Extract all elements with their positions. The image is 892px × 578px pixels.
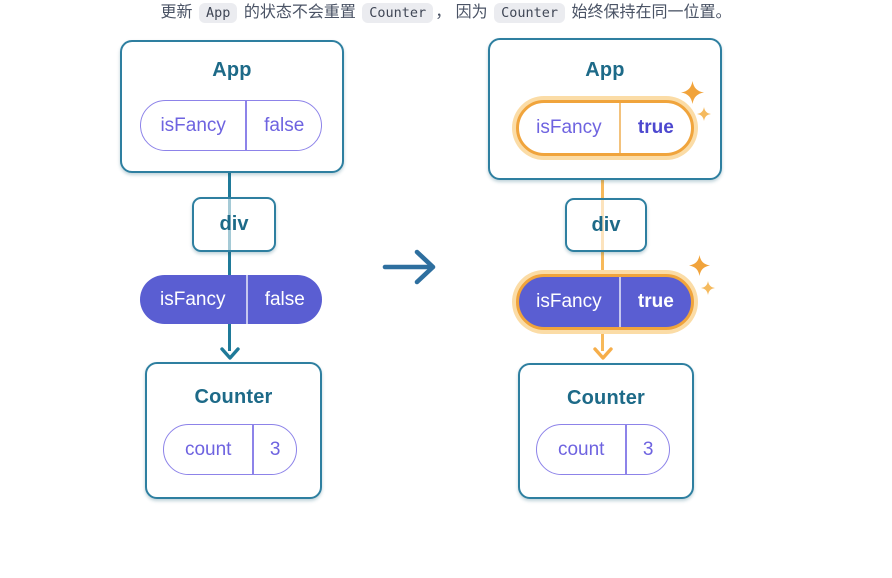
left-isfancy-pill: isFancy false xyxy=(140,275,322,324)
right-count-pill: count 3 xyxy=(536,424,670,475)
right-counter-title: Counter xyxy=(566,387,646,409)
prop-value: true xyxy=(637,291,674,312)
pill-divider xyxy=(252,425,255,474)
prop-name: isFancy xyxy=(536,291,602,312)
prop-value: 3 xyxy=(269,438,281,460)
left-down-arrowhead-icon xyxy=(220,347,240,360)
prop-value: false xyxy=(264,288,305,310)
left-div-box: div xyxy=(192,197,276,252)
right-arrow-icon xyxy=(382,249,436,285)
right-isfancy-pill: isFancy true xyxy=(516,274,694,330)
pill-divider xyxy=(245,101,248,150)
prop-name: count xyxy=(557,438,605,460)
prop-name: isFancy xyxy=(160,114,226,136)
caption-code-app: App xyxy=(198,3,238,23)
right-app-title: App xyxy=(585,59,625,81)
pill-divider xyxy=(618,277,621,327)
sparkle-icon xyxy=(701,281,715,295)
left-app-prop-pill: isFancy false xyxy=(140,100,322,151)
right-down-arrowhead-icon xyxy=(593,347,613,360)
prop-name: count xyxy=(184,438,232,460)
pill-divider xyxy=(625,425,628,474)
left-app-title: App xyxy=(212,59,252,81)
caption-text: 的状态不会重置 xyxy=(239,4,361,21)
right-app-prop-pill: isFancy true xyxy=(516,100,694,156)
sparkle-icon xyxy=(689,255,710,276)
caption-code-counter: Counter xyxy=(362,3,434,23)
pill-divider xyxy=(245,275,248,324)
caption: 更新 App 的状态不会重置 Counter， 因为 Counter 始终保持在… xyxy=(0,0,892,26)
prop-name: isFancy xyxy=(536,117,602,138)
caption-text: 更新 xyxy=(160,4,197,21)
caption-text: ， 因为 xyxy=(435,4,493,21)
right-connector-pill-to-counter xyxy=(601,327,604,351)
caption-text: 始终保持在同一位置。 xyxy=(567,4,732,21)
pill-divider xyxy=(618,103,621,153)
prop-name: isFancy xyxy=(160,288,226,310)
prop-value: true xyxy=(637,117,674,138)
left-counter-title: Counter xyxy=(194,386,273,408)
left-count-pill: count 3 xyxy=(163,424,297,475)
sparkle-icon xyxy=(697,107,711,121)
prop-value: false xyxy=(264,114,305,136)
right-div-label: div xyxy=(591,213,621,236)
left-connector-pill-to-counter xyxy=(228,324,231,351)
right-div-box: div xyxy=(565,198,647,252)
prop-value: 3 xyxy=(642,438,654,460)
left-div-label: div xyxy=(219,213,249,235)
sparkle-icon xyxy=(681,81,704,104)
caption-code-counter: Counter xyxy=(494,3,565,23)
